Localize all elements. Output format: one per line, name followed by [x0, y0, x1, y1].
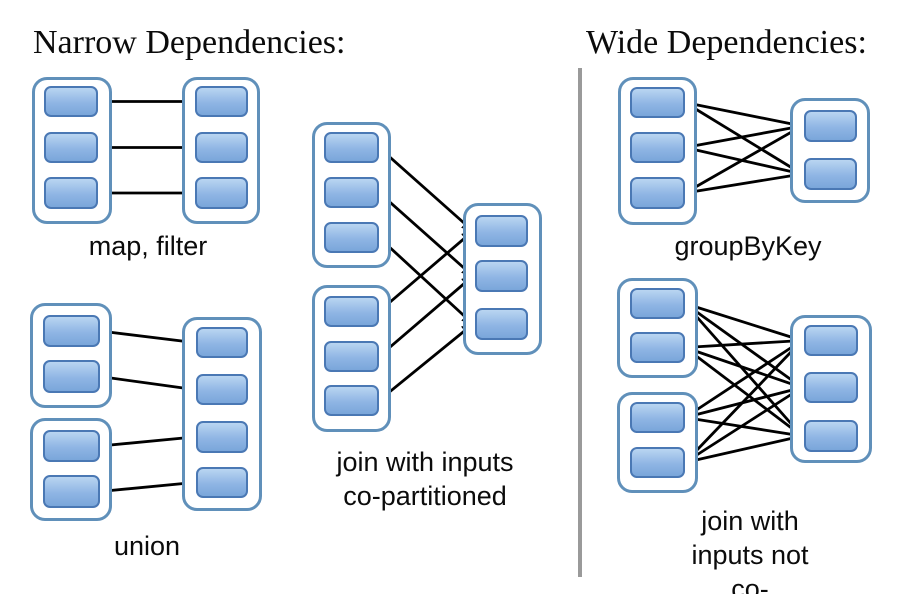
dependency-arrow: [684, 386, 804, 464]
dependency-arrow: [684, 339, 804, 419]
dependency-arrow: [683, 339, 804, 464]
rdd-partition-union-1-0: [43, 430, 100, 462]
wide-dependencies-title: Wide Dependencies:: [586, 24, 867, 61]
dependency-arrow: [684, 346, 804, 390]
rdd-partition-join-co-partitioned-0-0: [324, 132, 379, 163]
rdd-partition-group-by-key-1-0: [804, 110, 857, 142]
dependency-arrow: [684, 146, 804, 177]
rdd-partition-join-co-partitioned-0-1: [324, 177, 379, 208]
dependency-arrow: [378, 191, 475, 278]
rdd-partition-map-filter-0-1: [44, 132, 98, 163]
rdd-partition-join-not-co-partitioned-1-0: [630, 402, 685, 433]
rdd-partition-join-co-partitioned-2-1: [475, 260, 528, 292]
rdd-partition-union-0-0: [43, 315, 100, 347]
rdd-partition-map-filter-1-0: [195, 86, 248, 117]
rdd-partition-join-co-partitioned-1-0: [324, 296, 379, 327]
section-divider: [578, 68, 582, 577]
rdd-partition-union-2-0: [196, 327, 248, 358]
rdd-partition-join-not-co-partitioned-1-1: [630, 447, 685, 478]
rdd-partition-union-1-1: [43, 475, 100, 508]
label-group-by-key: groupByKey: [674, 231, 822, 261]
dependency-arrow: [99, 432, 196, 448]
dependency-arrow: [378, 229, 475, 313]
dependency-arrow: [99, 329, 196, 347]
dependency-arrow: [684, 346, 804, 438]
dependency-arrow: [99, 375, 196, 394]
rdd-partition-group-by-key-0-0: [630, 87, 685, 118]
dependency-arrow: [684, 170, 804, 195]
rdd-partition-join-not-co-partitioned-2-2: [804, 420, 858, 452]
rdd-partition-map-filter-0-2: [44, 177, 98, 209]
narrow-dependencies-title: Narrow Dependencies:: [33, 24, 346, 61]
rdd-partition-map-filter-1-1: [195, 132, 248, 163]
rdd-partition-join-co-partitioned-0-2: [324, 222, 379, 253]
rdd-partition-union-0-1: [43, 360, 100, 393]
rdd-partition-map-filter-0-0: [44, 86, 98, 117]
rdd-partition-join-co-partitioned-1-1: [324, 341, 379, 372]
dependency-arrow: [684, 335, 804, 349]
rdd-partition-union-2-3: [196, 467, 248, 498]
dependency-arrow: [684, 416, 804, 440]
rdd-partition-group-by-key-0-2: [630, 177, 685, 209]
dependency-arrow: [684, 384, 804, 419]
rdd-partition-join-not-co-partitioned-2-1: [804, 372, 858, 403]
rdd-partition-join-co-partitioned-2-2: [475, 308, 528, 340]
dependency-arrow: [684, 302, 804, 343]
rdd-partition-union-2-1: [196, 374, 248, 405]
dependency-arrow: [684, 302, 804, 389]
dependency-arrow: [684, 101, 804, 130]
dependency-arrow: [378, 322, 475, 402]
label-union: union: [113, 531, 181, 561]
rdd-partition-join-co-partitioned-2-0: [475, 215, 528, 247]
label-join-co-partitioned: join with inputs co-partitioned: [336, 447, 514, 511]
dependency-arrow: [378, 146, 475, 233]
rdd-partition-group-by-key-0-1: [630, 132, 685, 163]
rdd-partition-join-not-co-partitioned-2-0: [804, 325, 858, 356]
dependency-arrow: [684, 124, 804, 195]
label-join-not-co-partitioned: join with inputs not co-partitioned: [691, 506, 809, 594]
dependency-arrow: [684, 433, 804, 464]
dependency-arrow: [378, 274, 475, 358]
dependency-arrow: [99, 478, 196, 493]
rdd-partition-group-by-key-1-1: [804, 158, 857, 190]
dependency-arrow: [378, 236, 475, 326]
label-map-filter: map, filter: [88, 231, 208, 261]
rdd-partition-join-co-partitioned-1-2: [324, 385, 379, 416]
dependency-arrow: [684, 101, 804, 176]
rdd-partition-join-not-co-partitioned-0-0: [630, 288, 685, 319]
rdd-partition-map-filter-1-2: [195, 177, 248, 209]
dependency-arrow: [683, 302, 804, 438]
rdd-partition-join-not-co-partitioned-0-1: [630, 332, 685, 363]
dependency-arrow: [684, 122, 804, 149]
rdd-partition-union-2-2: [196, 421, 248, 453]
